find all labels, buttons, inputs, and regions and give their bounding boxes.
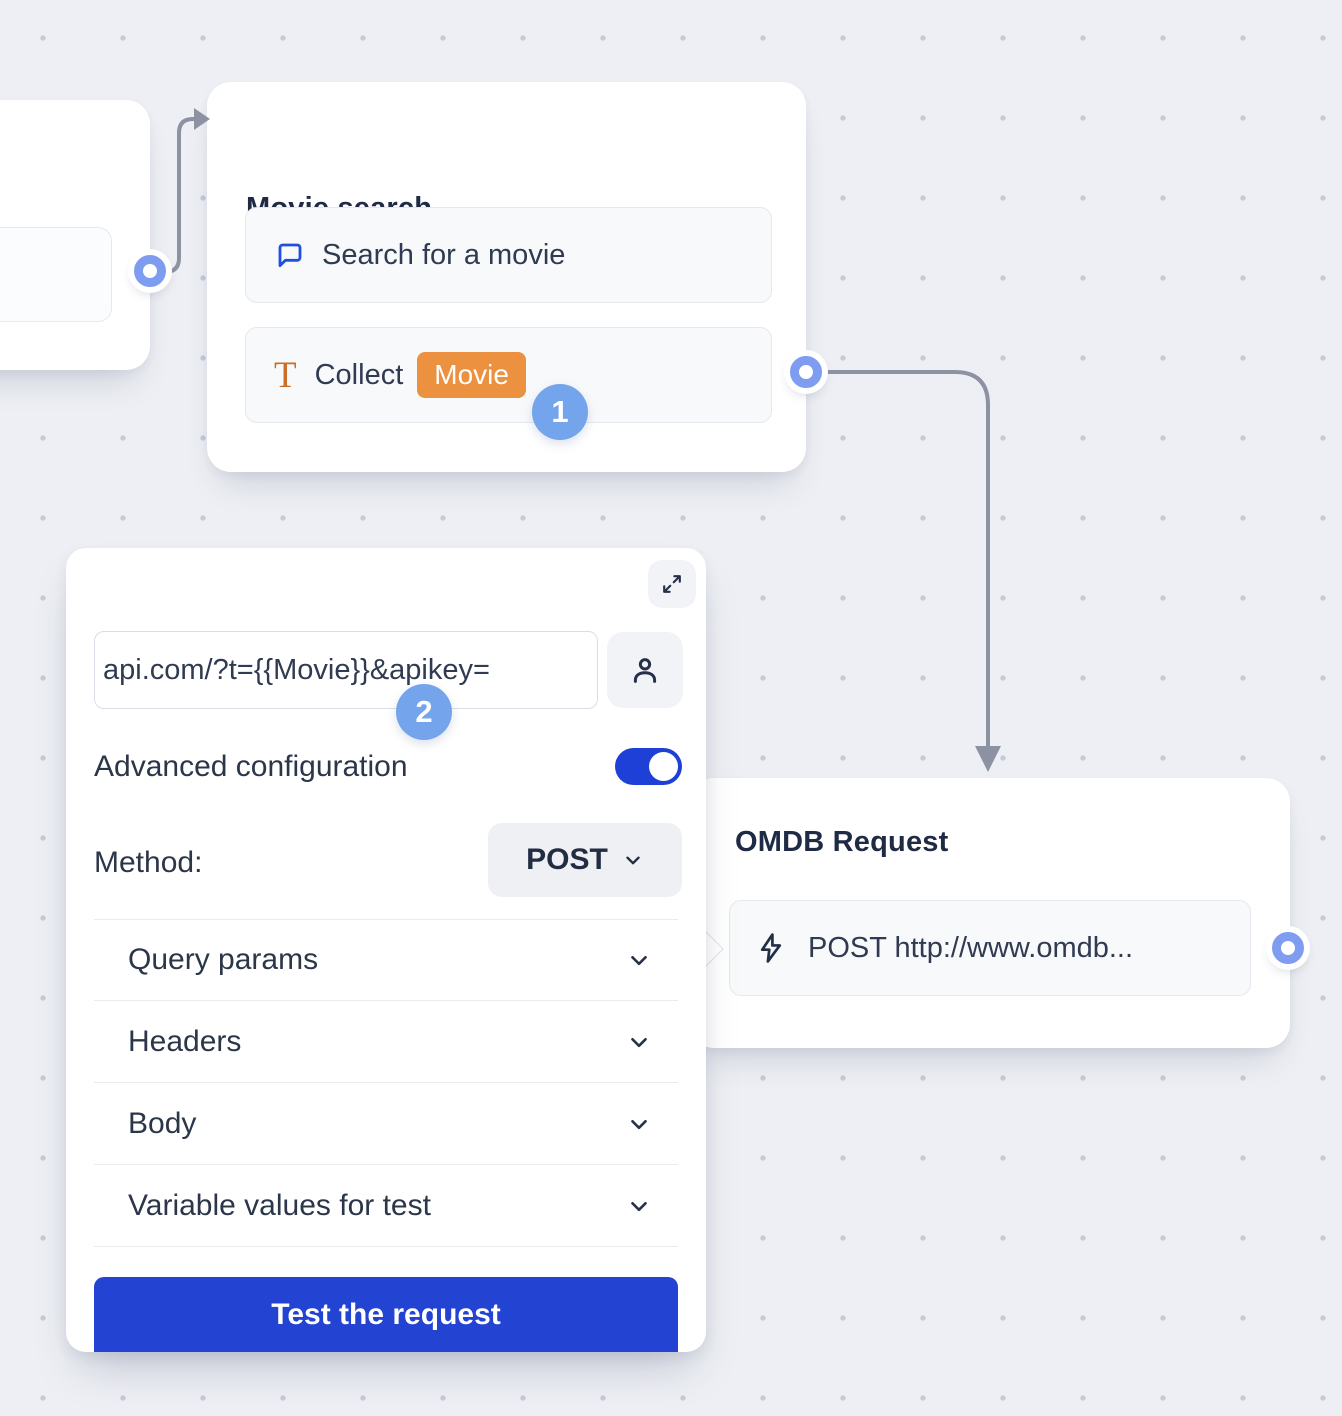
partial-node-card[interactable] <box>0 100 150 370</box>
method-dropdown[interactable]: POST <box>488 823 682 897</box>
url-input-value: api.com/?t={{Movie}}&apikey= <box>103 653 490 686</box>
variables-user-button[interactable] <box>607 632 683 708</box>
accordion-label: Variable values for test <box>128 1188 431 1222</box>
advanced-configuration-label: Advanced configuration <box>94 750 408 783</box>
expand-icon <box>663 575 681 593</box>
webhook-config-panel[interactable]: api.com/?t={{Movie}}&apikey= Advanced co… <box>66 548 706 1352</box>
expand-panel-button[interactable] <box>648 560 696 608</box>
output-port-omdb-request[interactable] <box>1272 932 1304 964</box>
chevron-down-icon <box>626 856 640 865</box>
node-item-label: Collect <box>314 358 404 391</box>
connector-arrowhead-down <box>975 746 1001 772</box>
url-input[interactable]: api.com/?t={{Movie}}&apikey= <box>94 631 598 709</box>
chevron-down-icon <box>626 1111 652 1137</box>
node-omdb-request[interactable]: OMDB Request POST http://www.omdb... <box>690 778 1290 1048</box>
method-value: POST <box>526 843 608 876</box>
node-item-label: Search for a movie <box>322 238 566 271</box>
accordion-query-params[interactable]: Query params <box>94 919 678 1001</box>
node-movie-search[interactable]: Movie search Search for a movie T Collec… <box>207 82 806 472</box>
accordion-headers[interactable]: Headers <box>94 1001 678 1083</box>
step-2-badge: 2 <box>396 684 452 740</box>
divider <box>94 919 678 920</box>
chevron-down-icon <box>626 947 652 973</box>
test-request-button[interactable]: Test the request <box>94 1277 678 1352</box>
output-port-movie-search[interactable] <box>790 356 822 388</box>
method-label: Method: <box>94 846 203 879</box>
node-item-omdb-webhook[interactable]: POST http://www.omdb... <box>729 900 1251 996</box>
accordion-label: Query params <box>128 942 319 976</box>
toggle-knob <box>649 752 678 781</box>
connector-left-to-movie-search <box>156 117 197 274</box>
node-item-label: POST http://www.omdb... <box>808 931 1134 964</box>
text-input-icon: T <box>274 354 297 396</box>
chevron-down-icon <box>626 1029 652 1055</box>
person-icon <box>633 658 657 683</box>
variable-badge-movie[interactable]: Movie <box>417 352 526 398</box>
connector-movie-search-to-omdb <box>826 370 990 750</box>
partial-node-item[interactable] <box>0 227 112 322</box>
step-1-badge: 1 <box>532 384 588 440</box>
node-title: OMDB Request <box>735 826 949 858</box>
node-item-collect-movie[interactable]: T Collect Movie <box>245 327 772 423</box>
chat-bubble-icon <box>278 243 302 268</box>
lightning-icon <box>760 933 782 963</box>
accordion-label: Body <box>128 1106 197 1140</box>
accordion-variable-values[interactable]: Variable values for test <box>94 1165 678 1247</box>
output-port-left-node[interactable] <box>134 255 166 287</box>
accordion-label: Headers <box>128 1024 242 1058</box>
chevron-down-icon <box>626 1193 652 1219</box>
accordion-body[interactable]: Body <box>94 1083 678 1165</box>
advanced-configuration-toggle[interactable] <box>615 748 682 785</box>
node-item-search-message[interactable]: Search for a movie <box>245 207 772 303</box>
